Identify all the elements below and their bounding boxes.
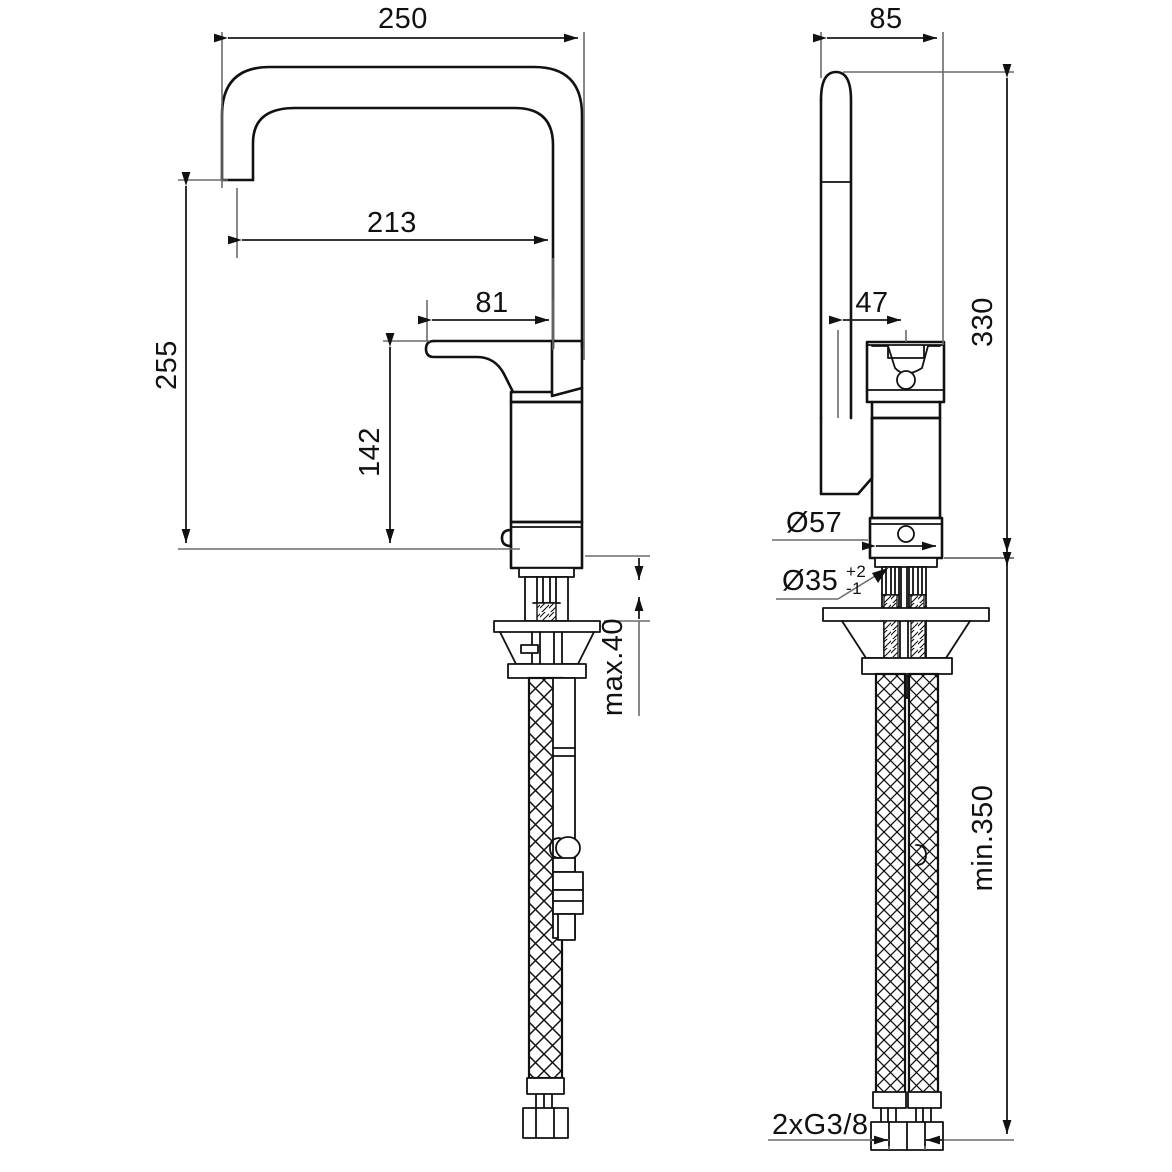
dim-thread-label: 2xG3/8: [772, 1109, 869, 1141]
lever-handle: [424, 339, 584, 398]
flexible-hose: [522, 676, 584, 1139]
valve-body-side: [868, 416, 944, 560]
dimension-diameter-35: Ø35 +2 -1: [776, 562, 889, 600]
dim-diameter-57-label: Ø57: [786, 507, 842, 539]
dim-85-label: 85: [869, 3, 902, 35]
dim-min350-label: min.350: [967, 785, 999, 892]
dim-81-label: 81: [475, 287, 508, 319]
dimension-213: 213: [228, 188, 554, 350]
dim-142-label: 142: [354, 427, 386, 477]
dimension-min350: min.350: [944, 552, 1014, 1141]
flexible-hoses-side: [870, 672, 944, 1151]
dimension-81: 81: [418, 287, 554, 341]
dim-250-label: 250: [378, 3, 428, 35]
dimension-max40: max.40: [585, 555, 650, 716]
dim-diameter-35-label: Ø35: [782, 565, 838, 597]
dim-diameter-35-tol-lower: -1: [846, 579, 862, 598]
dim-47-label: 47: [855, 287, 888, 319]
dim-213-label: 213: [367, 207, 417, 239]
dimension-142: 142: [354, 333, 430, 543]
dim-max40-label: max.40: [597, 618, 629, 716]
handle-cap-side: [865, 340, 946, 420]
dimension-thread: 2xG3/8: [768, 1109, 942, 1150]
dimension-255: 255: [151, 172, 520, 550]
dimension-47: 47: [829, 287, 907, 418]
side-view: 85 47 330 Ø57 Ø35 +2 -1: [768, 3, 1014, 1151]
dim-330-label: 330: [967, 297, 999, 347]
valve-body: [500, 386, 584, 570]
dim-diameter-35-tol-upper: +2: [846, 562, 866, 581]
dimension-diameter-57: Ø57: [772, 507, 936, 551]
front-view: 250 213 81 255 142: [151, 3, 650, 1139]
mounting-assembly: [493, 567, 601, 679]
dimension-85: 85: [813, 3, 944, 345]
spout-side-outline: [819, 70, 853, 420]
body-side-shoulder: [819, 416, 874, 496]
dimension-250: 250: [214, 3, 585, 360]
dim-255-label: 255: [151, 340, 183, 390]
